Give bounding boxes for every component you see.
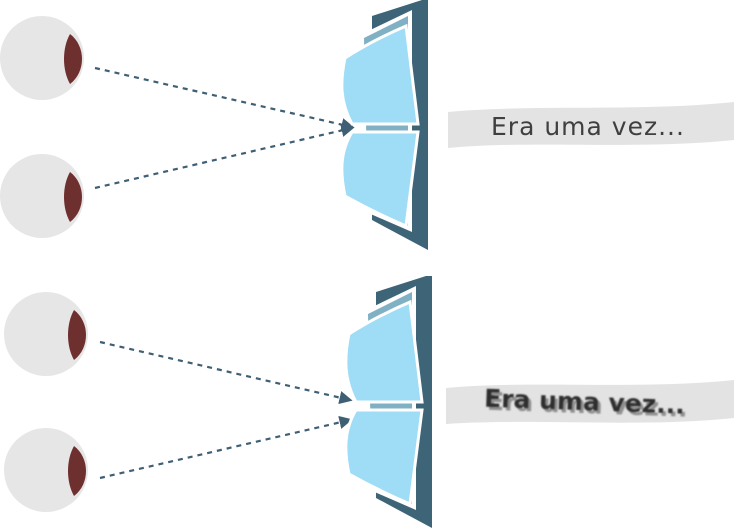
caption-banner — [446, 380, 734, 424]
open-book-icon — [344, 276, 432, 528]
sight-line-arrow — [94, 123, 355, 190]
eye-icon — [0, 154, 84, 238]
panel-blurred-vision: Era uma vez... Era uma vez... — [4, 276, 734, 528]
caption-banner — [448, 102, 734, 148]
eye-icon — [4, 428, 88, 512]
caption-text-ghost: Era uma vez... — [487, 387, 689, 423]
caption-text: Era uma vez... — [484, 384, 686, 420]
caption-text: Era uma vez... — [491, 112, 685, 141]
panel-normal-vision: Era uma vez... — [0, 0, 734, 250]
open-book-icon — [340, 0, 428, 250]
eye-icon — [0, 16, 84, 100]
sight-line-arrow — [99, 415, 353, 480]
sight-line-arrow — [99, 340, 353, 405]
eye-icon — [4, 292, 88, 376]
sight-line-arrow — [94, 66, 355, 132]
